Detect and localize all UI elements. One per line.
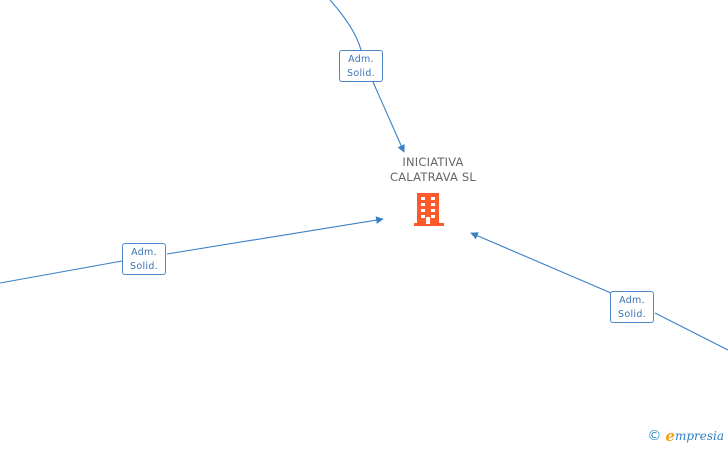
edge-line-top[interactable]: [329, 0, 404, 152]
edge-label-right[interactable]: Adm. Solid.: [610, 291, 654, 323]
edge-label-role-type: Solid.: [130, 261, 158, 272]
edge-line-right[interactable]: [471, 233, 728, 351]
edge-label-role: Adm.: [619, 295, 645, 306]
company-name[interactable]: INICIATIVA CALATRAVA SL: [360, 155, 506, 185]
edge-label-role-type: Solid.: [347, 68, 375, 79]
edge-label-left[interactable]: Adm. Solid.: [122, 243, 166, 275]
empresia-watermark: © e mpresia: [647, 427, 724, 445]
edge-label-role-type: Solid.: [618, 309, 646, 320]
copyright-icon: ©: [647, 428, 662, 444]
company-name-line1: INICIATIVA: [402, 155, 464, 169]
edge-label-role: Adm.: [348, 54, 374, 65]
brand-logo-initial: e: [665, 427, 675, 445]
company-name-line2: CALATRAVA SL: [390, 170, 476, 184]
edge-label-role: Adm.: [131, 247, 157, 258]
building-icon[interactable]: [413, 191, 445, 227]
edge-label-top[interactable]: Adm. Solid.: [339, 50, 383, 82]
brand-logo-text: mpresia: [674, 429, 724, 443]
edge-line-left[interactable]: [0, 219, 383, 284]
